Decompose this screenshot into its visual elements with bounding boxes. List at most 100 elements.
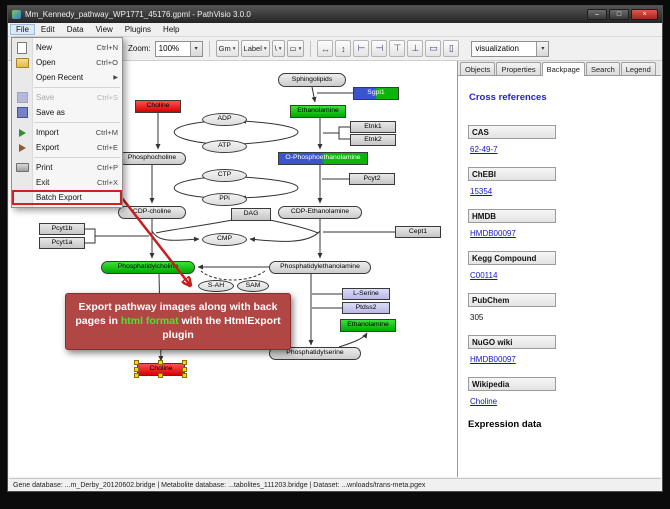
pathway-node-pcyt2[interactable]: Pcyt2 — [349, 173, 395, 185]
match-height-icon[interactable]: ▯ — [443, 40, 459, 57]
file-menu-item-exit[interactable]: ExitCtrl+X — [12, 175, 122, 190]
file-menu-item-print[interactable]: PrintCtrl+P — [12, 160, 122, 175]
pathway-node-etnk2[interactable]: Etnk2 — [350, 134, 396, 146]
file-menu-item-batch-export[interactable]: Batch Export — [12, 190, 122, 205]
align-center-y-icon[interactable]: ↕ — [335, 40, 351, 57]
pathway-node-cmp[interactable]: CMP — [202, 233, 247, 246]
pathway-node-cept1[interactable]: Cept1 — [395, 226, 441, 238]
close-button[interactable]: × — [631, 9, 658, 20]
pathway-node-sam[interactable]: SAM — [237, 280, 269, 292]
pathway-node-cdp-ethanolamine[interactable]: CDP-Ethanolamine — [278, 206, 362, 219]
app-window: Mm_Kennedy_pathway_WP1771_45176.gpml - P… — [7, 5, 663, 492]
dropdown-caret-icon: ▾ — [279, 46, 282, 52]
file-menu-item-open-recent[interactable]: Open Recent▶ — [12, 70, 122, 85]
minimize-button[interactable]: – — [587, 9, 607, 20]
align-top-icon[interactable]: ⊤ — [389, 40, 405, 57]
label-tool-button[interactable]: Label▾ — [241, 40, 270, 57]
xref-value[interactable]: HMDB00097 — [470, 355, 651, 364]
visualization-dropdown-icon[interactable]: ▾ — [536, 42, 548, 56]
menu-item-shortcut: Ctrl+E — [97, 143, 118, 152]
selection-handle[interactable] — [182, 373, 187, 378]
pathway-node-l-serine[interactable]: L-Serine — [342, 288, 390, 300]
xref-value[interactable]: Choline — [470, 397, 651, 406]
xref-value[interactable]: 62-49-7 — [470, 145, 651, 154]
pathway-node-pcyt1a[interactable]: Pcyt1a — [39, 237, 85, 249]
tab-properties[interactable]: Properties — [496, 62, 540, 75]
pathway-node-phosphatidylcholine[interactable]: Phosphatidylcholine — [101, 261, 195, 274]
tab-objects[interactable]: Objects — [460, 62, 495, 75]
menu-file[interactable]: File — [10, 24, 35, 35]
pathway-node-dag[interactable]: DAG — [231, 208, 271, 221]
pathway-node-s-ah[interactable]: S-AH — [198, 280, 234, 292]
pathway-node-cdp-choline[interactable]: CDP-choline — [118, 206, 186, 219]
selection-handle[interactable] — [134, 367, 139, 372]
save-icon — [12, 107, 32, 118]
xref-value[interactable]: HMDB00097 — [470, 229, 651, 238]
menu-help[interactable]: Help — [157, 24, 185, 35]
pathway-node-pcyt1b[interactable]: Pcyt1b — [39, 223, 85, 235]
pathway-node-ethanolamine[interactable]: Ethanolamine — [340, 319, 396, 332]
align-right-icon[interactable]: ⊣ — [371, 40, 387, 57]
tab-backpage[interactable]: Backpage — [542, 62, 585, 76]
file-menu-item-export[interactable]: ExportCtrl+E — [12, 140, 122, 155]
xref-section-kegg-compound: Kegg CompoundC00114 — [468, 251, 651, 280]
xref-header-label: PubChem — [468, 293, 556, 307]
xref-value[interactable]: C00114 — [470, 271, 651, 280]
file-menu-item-new[interactable]: NewCtrl+N — [12, 40, 122, 55]
menu-edit[interactable]: Edit — [35, 24, 61, 35]
side-panel: ObjectsPropertiesBackpageSearchLegend Cr… — [457, 61, 661, 477]
pathway-node-sgpl1[interactable]: Sgpl1 — [353, 87, 399, 100]
zoom-label: Zoom: — [128, 44, 151, 53]
zoom-combobox[interactable]: 100% ▾ — [155, 41, 203, 57]
file-menu-item-save-as[interactable]: Save as — [12, 105, 122, 120]
pathway-node-ppi[interactable]: PPi — [202, 193, 247, 206]
selection-handle[interactable] — [134, 373, 139, 378]
align-left-icon[interactable]: ⊢ — [353, 40, 369, 57]
pathway-node-etnk1[interactable]: Etnk1 — [350, 121, 396, 133]
menu-item-shortcut: Ctrl+S — [97, 93, 118, 102]
selection-handle[interactable] — [158, 360, 163, 365]
pathway-node-ethanolamine[interactable]: Ethanolamine — [290, 105, 346, 118]
menu-item-label: Save — [32, 93, 97, 102]
shape-tool-button[interactable]: ▭▾ — [287, 40, 305, 57]
visualization-combobox[interactable]: visualization ▾ — [471, 41, 549, 57]
match-width-icon[interactable]: ▭ — [425, 40, 441, 57]
selection-handle[interactable] — [158, 373, 163, 378]
tab-search[interactable]: Search — [586, 62, 620, 75]
selection-handle[interactable] — [182, 360, 187, 365]
line-tool-button[interactable]: \▾ — [272, 40, 285, 57]
menu-item-shortcut: Ctrl+M — [96, 128, 118, 137]
pathway-node-adp[interactable]: ADP — [202, 113, 247, 126]
menu-view[interactable]: View — [90, 24, 119, 35]
maximize-button[interactable]: □ — [609, 9, 629, 20]
align-center-x-icon[interactable]: ↔ — [317, 40, 333, 57]
title-bar: Mm_Kennedy_pathway_WP1771_45176.gpml - P… — [8, 6, 662, 23]
pathway-node-o-phosphoethanolamine[interactable]: O-Phosphoethanolamine — [278, 152, 368, 165]
zoom-dropdown-icon[interactable]: ▾ — [190, 42, 202, 56]
selection-handle[interactable] — [134, 360, 139, 365]
align-bottom-icon[interactable]: ⊥ — [407, 40, 423, 57]
file-menu-item-open[interactable]: OpenCtrl+O — [12, 55, 122, 70]
pathway-node-ptdss2[interactable]: Ptdss2 — [342, 302, 390, 314]
datanode-tool-button[interactable]: Gm▾ — [216, 40, 239, 57]
tab-legend[interactable]: Legend — [621, 62, 656, 75]
dropdown-caret-icon: ▾ — [264, 46, 267, 52]
pathway-node-phosphocholine[interactable]: Phosphocholine — [118, 152, 186, 165]
menu-plugins[interactable]: Plugins — [119, 24, 157, 35]
menu-item-label: Export — [32, 143, 97, 152]
pathway-node-phosphatidylethanolamine[interactable]: Phosphatidylethanolamine — [269, 261, 371, 274]
menu-data[interactable]: Data — [61, 24, 90, 35]
xref-value[interactable]: 15354 — [470, 187, 651, 196]
pathway-node-choline[interactable]: Choline — [135, 100, 181, 113]
pathway-node-atp[interactable]: ATP — [202, 140, 247, 153]
annotation-callout: Export pathway images along with back pa… — [65, 293, 291, 350]
pathway-node-ctp[interactable]: CTP — [202, 169, 247, 182]
selection-handle[interactable] — [182, 367, 187, 372]
menu-separator — [34, 122, 120, 123]
xref-value: 305 — [470, 313, 651, 322]
pathway-node-sphingolipids[interactable]: Sphingolipids — [278, 73, 346, 87]
file-menu-item-import[interactable]: ImportCtrl+M — [12, 125, 122, 140]
menu-item-shortcut: Ctrl+X — [97, 178, 118, 187]
file-menu-item-save[interactable]: SaveCtrl+S — [12, 90, 122, 105]
toolbar-separator — [209, 41, 210, 57]
